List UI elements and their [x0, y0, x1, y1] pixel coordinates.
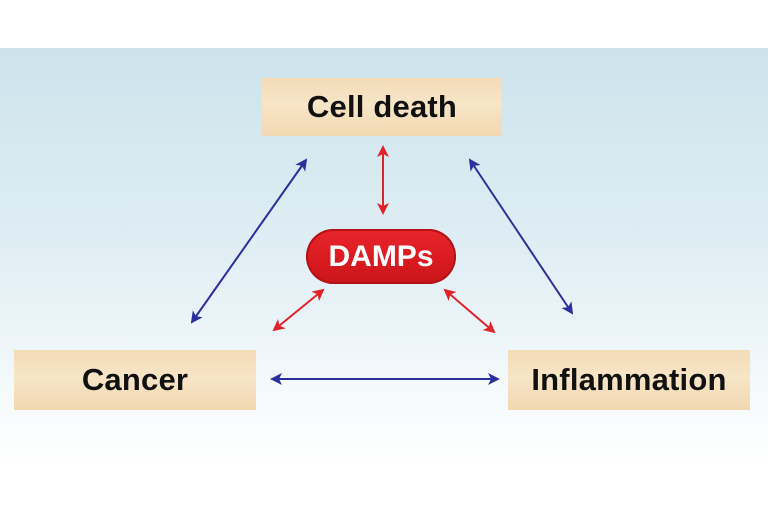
cancer-box: Cancer: [14, 350, 256, 410]
damps-pill: DAMPs: [306, 229, 456, 284]
cell-death-label: Cell death: [306, 89, 458, 124]
inflammation-label: Inflammation: [531, 362, 727, 397]
cell-death-box: Cell death: [262, 78, 502, 136]
inflammation-box: Inflammation: [508, 350, 750, 410]
damps-label: DAMPs: [328, 239, 434, 273]
cancer-label: Cancer: [81, 362, 189, 397]
